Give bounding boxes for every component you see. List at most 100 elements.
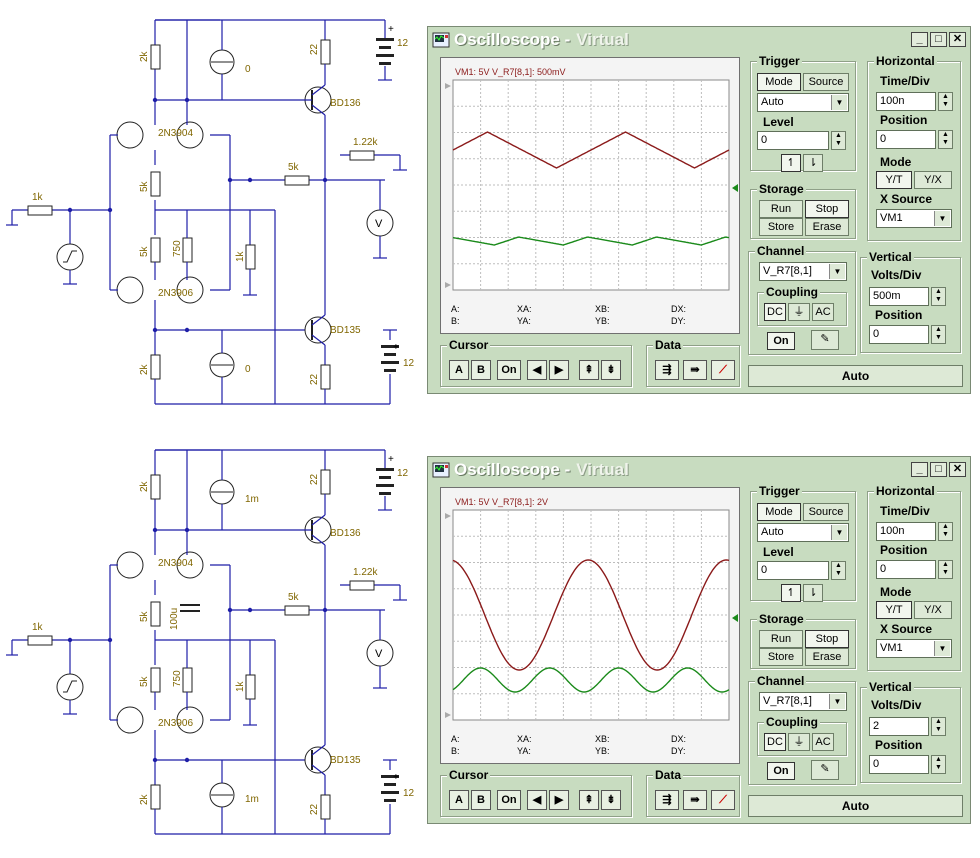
dc-coupling-button[interactable]: DC — [764, 733, 786, 751]
cursor-left-button[interactable]: ◀ — [527, 360, 547, 380]
run-button[interactable]: Run — [759, 200, 803, 218]
erase-button[interactable]: Erase — [805, 218, 849, 236]
v-position-input[interactable]: 0 — [869, 755, 929, 774]
erase-button[interactable]: Erase — [805, 648, 849, 666]
stop-button[interactable]: Stop — [805, 630, 849, 648]
spinner-arrows[interactable]: ▲▼ — [931, 325, 946, 344]
store-button[interactable]: Store — [759, 218, 803, 236]
spinner-arrows[interactable]: ▲▼ — [938, 130, 953, 149]
cursor-down-button[interactable]: ⇟ — [601, 360, 621, 380]
chevron-down-icon[interactable]: ▼ — [934, 211, 950, 226]
spinner-arrows[interactable]: ▲▼ — [831, 131, 846, 150]
channel-on-button[interactable]: On — [767, 332, 795, 350]
minimize-button[interactable]: _ — [911, 32, 928, 47]
trigger-source-button[interactable]: Source — [803, 503, 849, 521]
chevron-down-icon[interactable]: ▼ — [829, 264, 845, 279]
yx-mode-button[interactable]: Y/X — [914, 601, 952, 619]
chevron-down-icon[interactable]: ▼ — [831, 95, 847, 110]
trigger-mode-button[interactable]: Mode — [757, 73, 801, 91]
dc-coupling-button[interactable]: DC — [764, 303, 786, 321]
trigger-level-input[interactable]: 0 — [757, 561, 829, 580]
title-bar[interactable]: Oscilloscope -Virtual _ □ ✕ — [430, 459, 968, 481]
yx-mode-button[interactable]: Y/X — [914, 171, 952, 189]
h-position-input[interactable]: 0 — [876, 130, 936, 149]
run-button[interactable]: Run — [759, 630, 803, 648]
spinner-arrows[interactable]: ▲▼ — [931, 755, 946, 774]
stop-button[interactable]: Stop — [805, 200, 849, 218]
cursor-a-button[interactable]: A — [449, 360, 469, 380]
probe-color-button[interactable]: ✎ — [811, 760, 839, 780]
rising-edge-button[interactable]: ↿ — [781, 584, 801, 602]
minimize-button[interactable]: _ — [911, 462, 928, 477]
trigger-mode-select[interactable]: Auto▼ — [757, 93, 849, 112]
cursor-up-button[interactable]: ⇞ — [579, 360, 599, 380]
timediv-input[interactable]: 100n — [876, 92, 936, 111]
ac-coupling-button[interactable]: AC — [812, 733, 834, 751]
cursor-a-button[interactable]: A — [449, 790, 469, 810]
cursor-xa-readout: XA: — [517, 734, 532, 744]
cursor-right-button[interactable]: ▶ — [549, 790, 569, 810]
channel-select[interactable]: V_R7[8,1]▼ — [759, 692, 847, 711]
cursor-right-button[interactable]: ▶ — [549, 360, 569, 380]
ground-coupling-button[interactable]: ⏚ — [788, 733, 810, 751]
cursor-b-button[interactable]: B — [471, 360, 491, 380]
channel-on-button[interactable]: On — [767, 762, 795, 780]
trigger-level-input[interactable]: 0 — [757, 131, 829, 150]
cursor-on-button[interactable]: On — [497, 790, 521, 810]
storage-group: Storage Run Stop Store Erase — [750, 612, 856, 669]
auto-button[interactable]: Auto — [748, 365, 963, 387]
store-button[interactable]: Store — [759, 648, 803, 666]
chevron-down-icon[interactable]: ▼ — [829, 694, 845, 709]
spinner-arrows[interactable]: ▲▼ — [931, 287, 946, 306]
channel-select[interactable]: V_R7[8,1]▼ — [759, 262, 847, 281]
v-position-input[interactable]: 0 — [869, 325, 929, 344]
cursor-left-button[interactable]: ◀ — [527, 790, 547, 810]
cursor-b-button[interactable]: B — [471, 790, 491, 810]
close-button[interactable]: ✕ — [949, 32, 966, 47]
trigger-mode-button[interactable]: Mode — [757, 503, 801, 521]
falling-edge-button[interactable]: ⇂ — [803, 154, 823, 172]
yt-mode-button[interactable]: Y/T — [876, 601, 912, 619]
cursor-down-button[interactable]: ⇟ — [601, 790, 621, 810]
rising-edge-button[interactable]: ↿ — [781, 154, 801, 172]
chevron-down-icon[interactable]: ▼ — [831, 525, 847, 540]
cursor-on-button[interactable]: On — [497, 360, 521, 380]
data-import-button[interactable]: ⇛ — [683, 790, 707, 810]
data-plot-button[interactable]: ⟋ — [711, 360, 735, 380]
cursor-up-button[interactable]: ⇞ — [579, 790, 599, 810]
trigger-source-button[interactable]: Source — [803, 73, 849, 91]
falling-edge-button[interactable]: ⇂ — [803, 584, 823, 602]
trigger-mode-select[interactable]: Auto▼ — [757, 523, 849, 542]
ground-coupling-button[interactable]: ⏚ — [788, 303, 810, 321]
timediv-input[interactable]: 100n — [876, 522, 936, 541]
spinner-arrows[interactable]: ▲▼ — [938, 560, 953, 579]
data-export-button[interactable]: ⇶ — [655, 790, 679, 810]
oscilloscope-window-bottom[interactable]: Oscilloscope -Virtual _ □ ✕ VM1: 5V V_R7… — [427, 456, 971, 824]
maximize-button[interactable]: □ — [930, 462, 947, 477]
spinner-arrows[interactable]: ▲▼ — [931, 717, 946, 736]
xsource-select[interactable]: VM1▼ — [876, 209, 952, 228]
title-bar[interactable]: Oscilloscope -Virtual _ □ ✕ — [430, 29, 968, 51]
data-plot-button[interactable]: ⟋ — [711, 790, 735, 810]
xsource-select[interactable]: VM1▼ — [876, 639, 952, 658]
oscilloscope-app-icon — [432, 462, 450, 478]
ac-coupling-button[interactable]: AC — [812, 303, 834, 321]
auto-button[interactable]: Auto — [748, 795, 963, 817]
channel-group: Channel V_R7[8,1]▼ Coupling DC ⏚ AC On ✎ — [748, 244, 856, 355]
oscilloscope-window-top[interactable]: Oscilloscope -Virtual _ □ ✕ VM1: 5V V_R7… — [427, 26, 971, 394]
data-export-button[interactable]: ⇶ — [655, 360, 679, 380]
maximize-button[interactable]: □ — [930, 32, 947, 47]
up-arrows-icon: ⇞ — [584, 794, 594, 806]
data-import-button[interactable]: ⇛ — [683, 360, 707, 380]
probe-color-button[interactable]: ✎ — [811, 330, 839, 350]
close-button[interactable]: ✕ — [949, 462, 966, 477]
yt-mode-button[interactable]: Y/T — [876, 171, 912, 189]
chevron-down-icon[interactable]: ▼ — [934, 641, 950, 656]
voltsdiv-input[interactable]: 2 — [869, 717, 929, 736]
h-position-input[interactable]: 0 — [876, 560, 936, 579]
resistor-label: 22 — [309, 803, 320, 815]
spinner-arrows[interactable]: ▲▼ — [831, 561, 846, 580]
voltsdiv-input[interactable]: 500m — [869, 287, 929, 306]
spinner-arrows[interactable]: ▲▼ — [938, 522, 953, 541]
spinner-arrows[interactable]: ▲▼ — [938, 92, 953, 111]
